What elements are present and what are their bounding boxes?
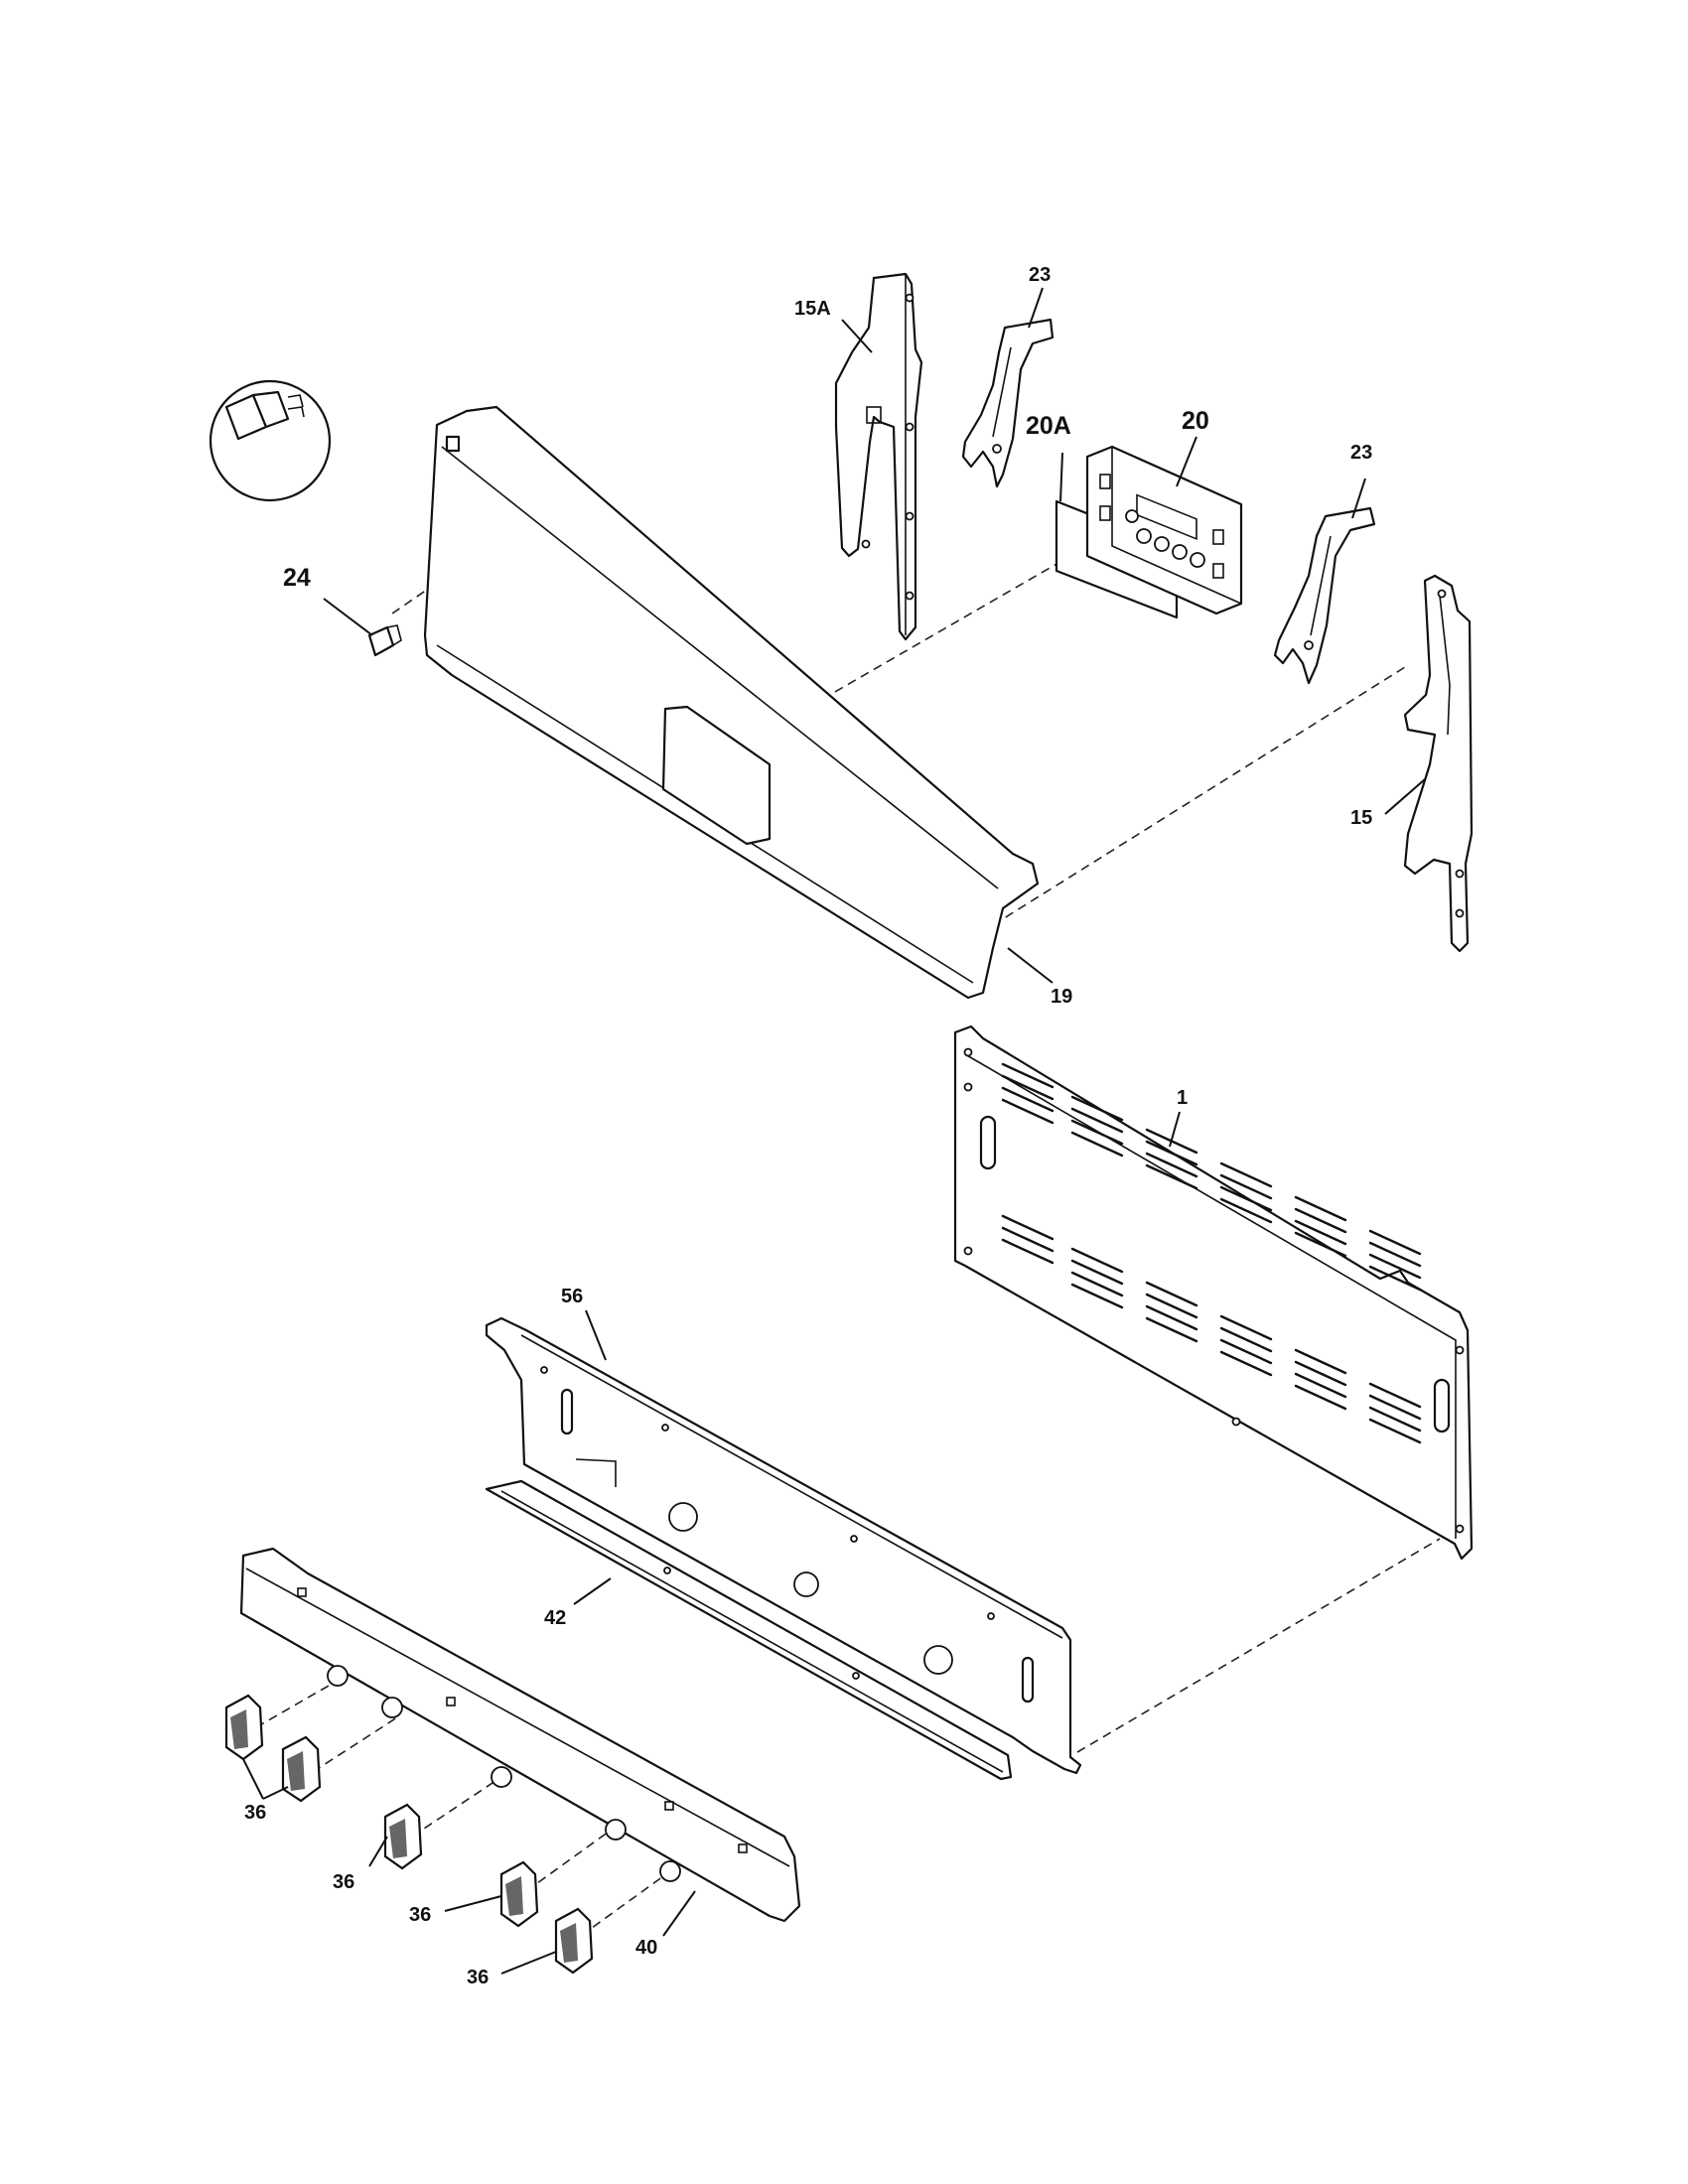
trim-clip-right — [1273, 506, 1376, 685]
knob-4 — [499, 1860, 539, 1928]
electronic-oven-control — [1085, 445, 1243, 615]
rear-panel — [953, 1024, 1474, 1561]
callout-40: 40 — [635, 1937, 657, 1959]
callout-23-top: 23 — [1029, 264, 1051, 286]
lower-trim-strip — [485, 1479, 1013, 1781]
callout-19: 19 — [1051, 986, 1072, 1008]
callout-36-c: 36 — [409, 1904, 431, 1926]
callout-leaders — [242, 287, 1426, 1975]
callout-1: 1 — [1177, 1087, 1188, 1109]
callout-23-right: 23 — [1350, 442, 1372, 464]
callout-24: 24 — [283, 564, 311, 592]
callout-56: 56 — [561, 1286, 583, 1307]
callout-20A: 20A — [1026, 412, 1071, 440]
callout-15: 15 — [1350, 807, 1372, 829]
knob-1 — [224, 1694, 264, 1761]
callout-36-d: 36 — [467, 1967, 489, 1988]
callout-36-a: 36 — [244, 1802, 266, 1824]
trim-clip-top — [961, 318, 1055, 488]
knob-5 — [554, 1907, 594, 1975]
backguard-control-panel — [423, 405, 1040, 1000]
callout-42: 42 — [544, 1607, 566, 1629]
knob-2 — [281, 1735, 322, 1803]
rocker-switch — [209, 379, 402, 657]
manifold-panel — [485, 1316, 1082, 1775]
rear-panel-vents — [1001, 1062, 1422, 1444]
knob-3 — [383, 1803, 423, 1870]
assembly-dashed-lines — [255, 525, 1441, 1937]
callout-15A: 15A — [794, 298, 831, 320]
callout-20: 20 — [1182, 407, 1209, 435]
lower-knob-panel — [239, 1547, 801, 1923]
side-bracket-left — [834, 272, 923, 641]
callout-36-b: 36 — [333, 1871, 354, 1893]
callout-labels: 15A 23 20A 20 23 24 15 19 1 56 42 36 36 … — [244, 264, 1372, 1988]
side-bracket-right — [1403, 574, 1474, 953]
control-knobs — [224, 1694, 594, 1975]
